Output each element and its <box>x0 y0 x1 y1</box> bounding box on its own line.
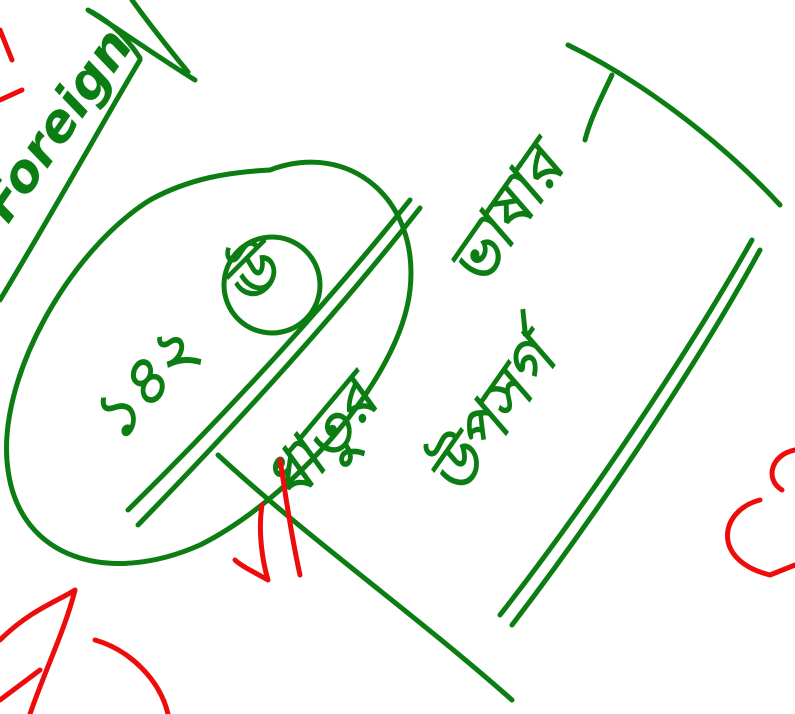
letter-circle <box>221 234 323 336</box>
word-foreign: Foreign <box>0 18 145 233</box>
double-slash-right-a <box>497 237 755 618</box>
double-slash-center-b <box>135 205 423 528</box>
red-scribble-center <box>232 457 303 583</box>
bengali-number: ১৪২ <box>75 314 213 456</box>
foreign-underline-stroke <box>0 57 143 303</box>
right-box-top-edge <box>565 42 783 208</box>
right-box-left-edge <box>582 72 615 143</box>
red-annotations <box>0 27 795 714</box>
oval-enclosure <box>4 159 414 566</box>
green-annotations: ১৪২ ঊ ধাতুর ভাষার উপসর্গ Foreign <box>0 0 783 703</box>
double-slash-right-b <box>509 247 763 628</box>
red-tick-top-left <box>0 27 25 103</box>
word-right-top-bhashar: ভাষার <box>432 123 585 299</box>
double-slash-top-left-b <box>129 0 191 75</box>
red-curve-right <box>725 447 795 578</box>
word-right-bottom-upasarga: উপসর্গ <box>409 305 584 509</box>
foreign-box-edge <box>89 9 143 61</box>
red-shape-bottom-left <box>0 587 171 714</box>
double-slash-center-a <box>125 197 413 513</box>
long-diagonal-lower <box>215 452 515 703</box>
